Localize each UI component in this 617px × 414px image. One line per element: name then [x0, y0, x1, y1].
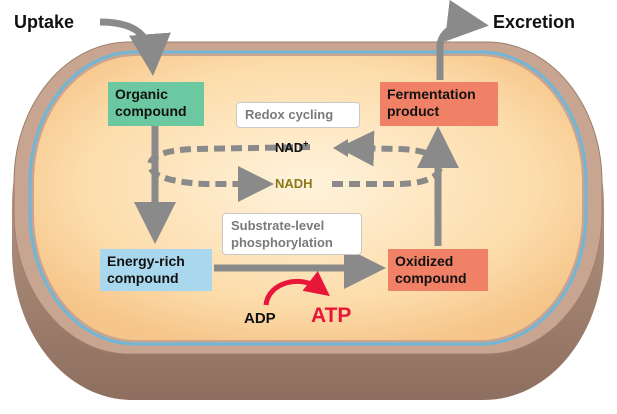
uptake-label: Uptake	[14, 12, 75, 32]
redox-cycle-left-arc	[146, 144, 311, 202]
nad-plus-label: NAD+	[275, 138, 309, 155]
adp-label: ADP	[244, 310, 276, 327]
fermentation-product-box: Fermentation product	[380, 82, 498, 126]
nadh-arrowhead	[254, 175, 268, 193]
nad-arrowhead	[333, 139, 348, 157]
substrate-level-phosphorylation-callout: Substrate-level phosphorylation	[222, 213, 362, 255]
energy-rich-compound-box: Energy-rich compound	[100, 249, 212, 291]
nadh-label: NADH	[275, 176, 313, 191]
oxidized-compound-box: Oxidized compound	[388, 249, 488, 291]
organic-compound-box: Organic compound	[108, 82, 204, 126]
nad-base: NAD	[275, 140, 304, 155]
atp-label: ATP	[311, 304, 352, 327]
nad-superscript: +	[303, 138, 309, 149]
adp-to-atp-arrow	[263, 270, 330, 306]
cell-membrane	[28, 50, 588, 346]
uptake-arrow	[99, 18, 171, 76]
redox-cycling-callout: Redox cycling	[236, 102, 360, 128]
excretion-label: Excretion	[493, 12, 576, 32]
excretion-arrow	[436, 0, 489, 80]
